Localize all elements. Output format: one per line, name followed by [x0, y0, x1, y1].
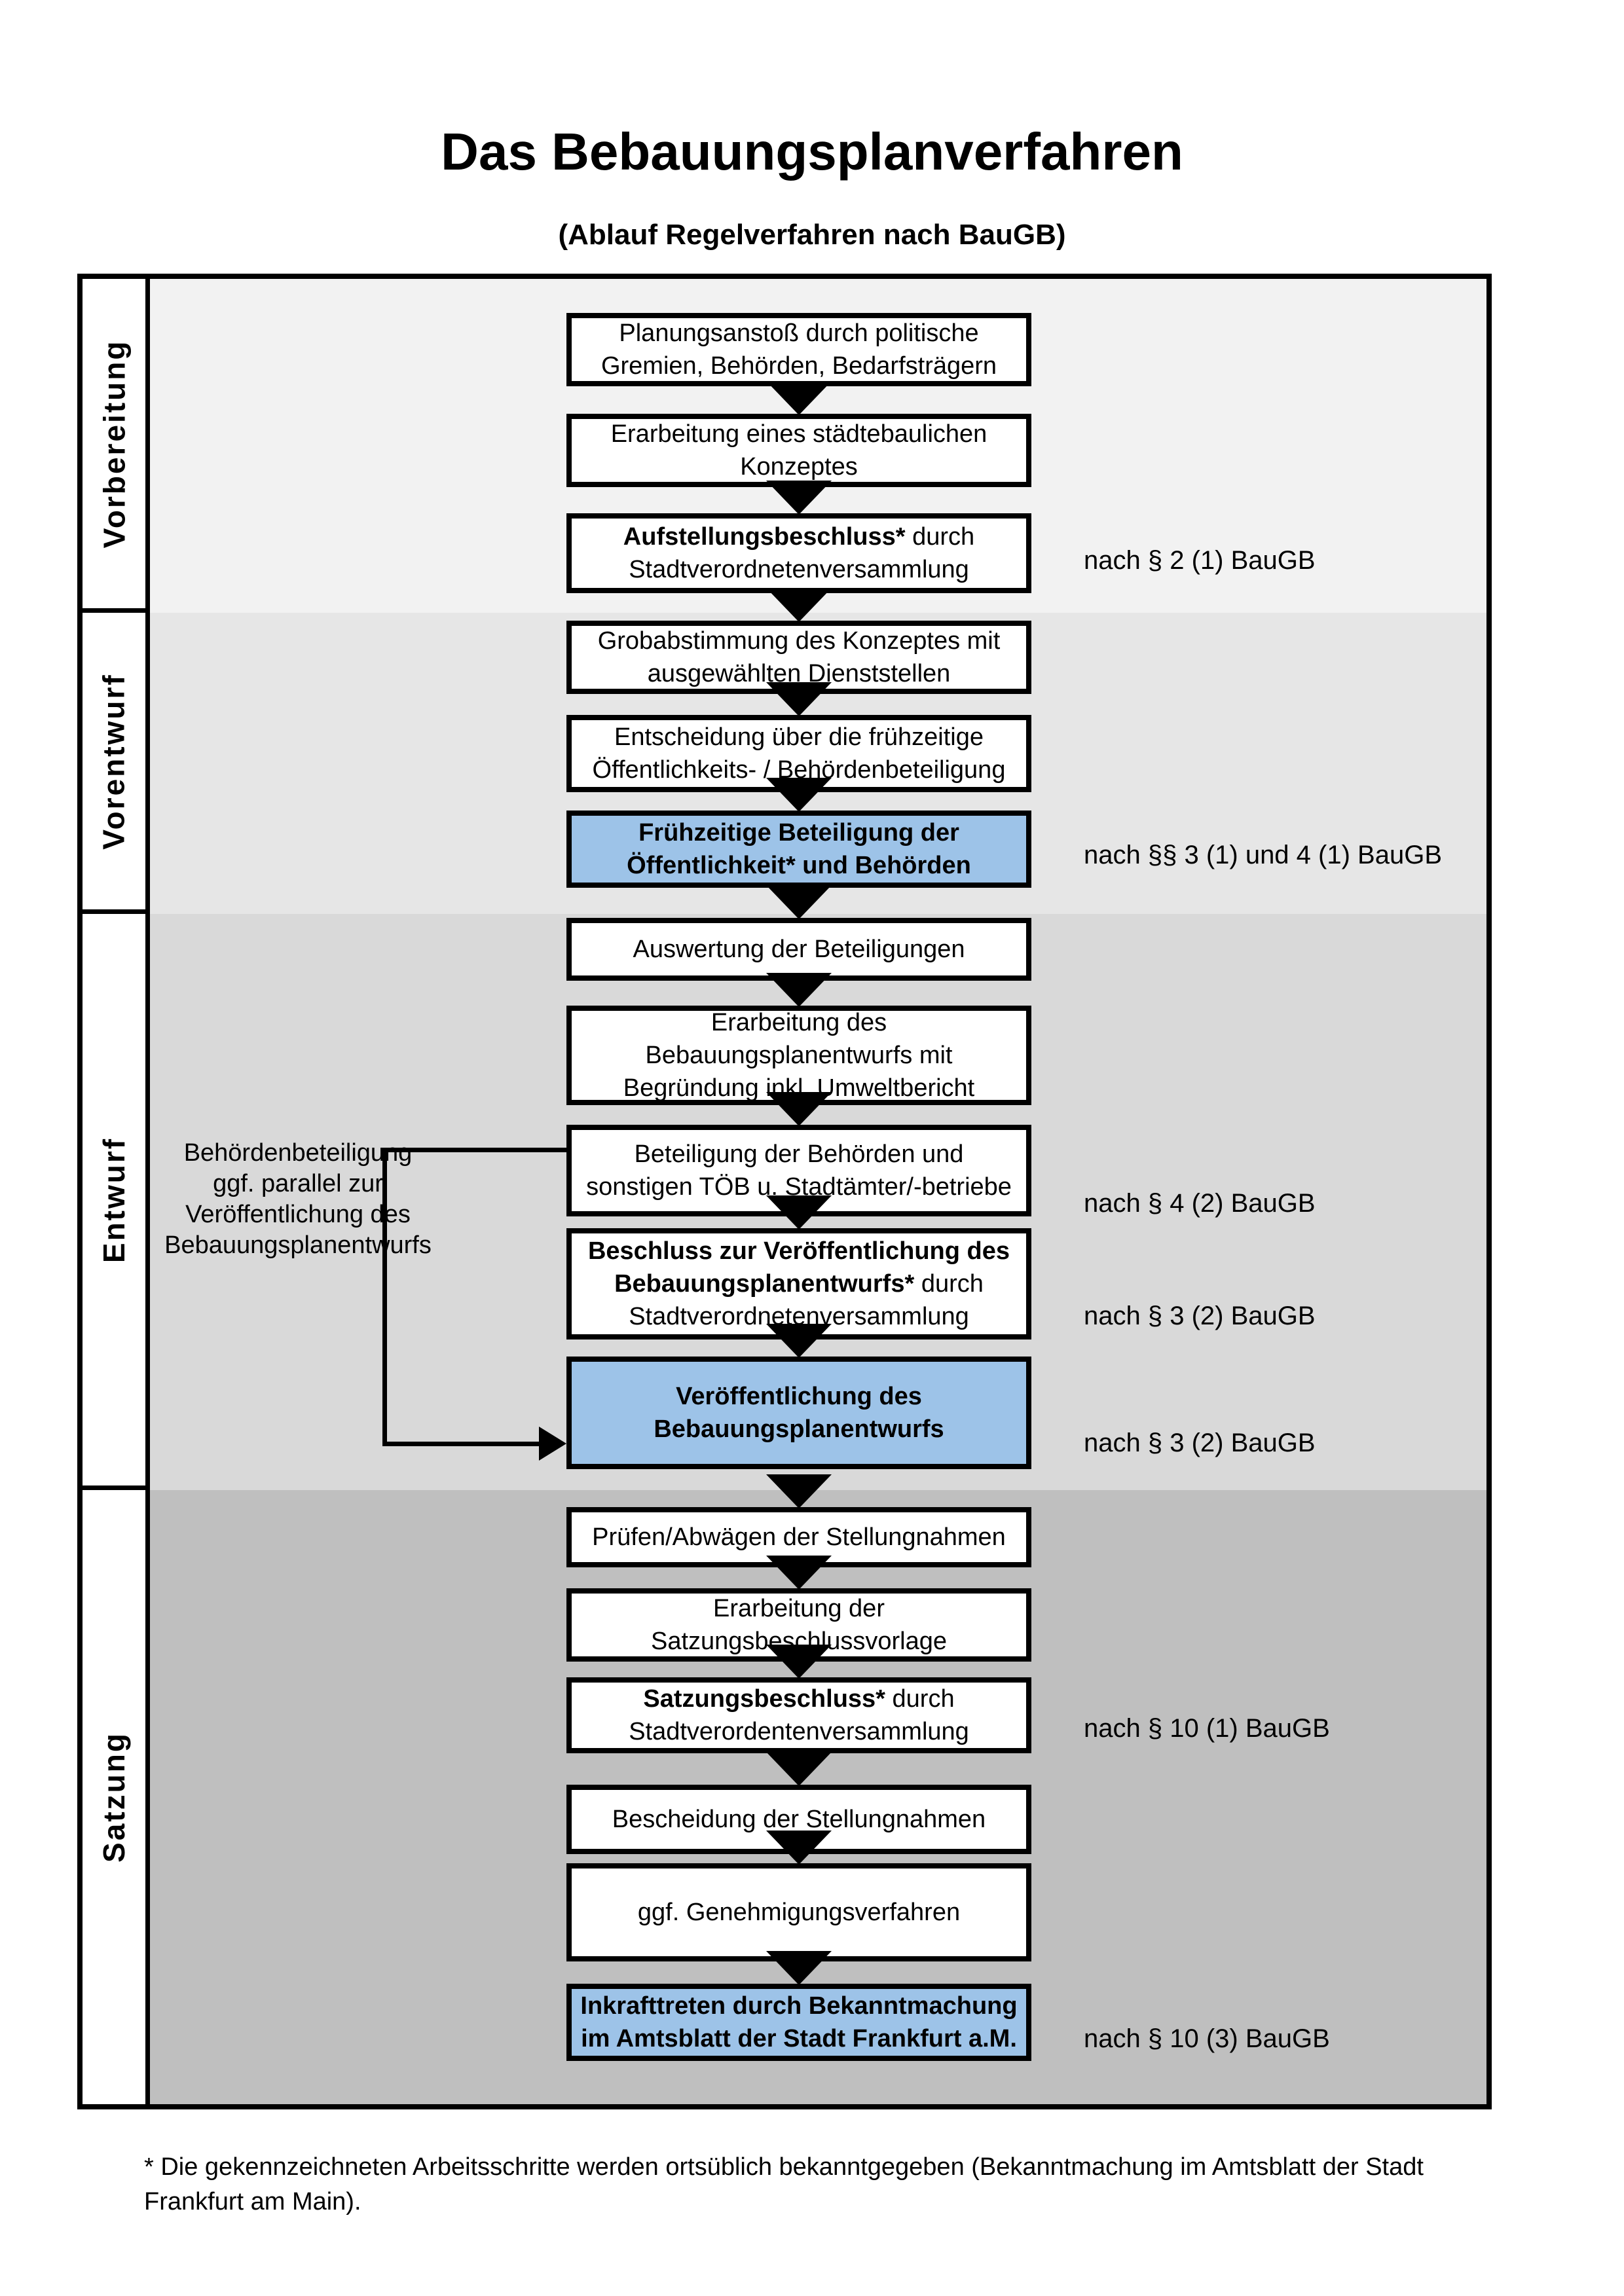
side-note-line: Behördenbeteiligung [183, 1139, 413, 1167]
legal-ref-fruehzeitige-beteiligung: nach §§ 3 (1) und 4 (1) BauGB [1084, 841, 1442, 869]
arrow-down-icon [766, 381, 832, 415]
flow-box-genehmigungsverfahren: ggf. Genehmigungsverfahren [566, 1863, 1031, 1961]
arrow-down-icon [766, 1556, 832, 1590]
flow-box-aufstellungsbeschluss: Aufstellungsbeschluss* durch Stadtverord… [566, 513, 1031, 593]
box-line: Grobabstimmung des Konzeptes mit [597, 627, 1001, 655]
flow-box-bescheidung: Bescheidung der Stellungnahmen [566, 1785, 1031, 1854]
box-line: Bebauungsplanentwurfs mit [645, 1042, 953, 1069]
flow-box-behoerdenbeteiligung: Beteiligung der Behörden und sonstigen T… [566, 1125, 1031, 1216]
box-line: ggf. Genehmigungsverfahren [637, 1899, 961, 1926]
arrow-down-icon [766, 778, 832, 812]
box-line: Bescheidung der Stellungnahmen [612, 1806, 986, 1833]
legal-ref-behoerdenbeteiligung: nach § 4 (2) BauGB [1084, 1189, 1316, 1218]
phase-label: Vorentwurf [97, 672, 131, 850]
arrow-down-icon [766, 1092, 832, 1126]
flow-box-inkrafttreten: Inkrafttreten durch Bekanntmachung im Am… [566, 1984, 1031, 2061]
box-line: Bebauungsplanentwurfs [654, 1415, 944, 1443]
phase-label: Entwurf [97, 1137, 132, 1263]
phase-label: Satzung [97, 1732, 132, 1863]
box-line: Erarbeitung eines städtebaulichen [610, 420, 987, 448]
side-note-line: Bebauungsplanentwurfs [164, 1231, 432, 1259]
flow-box-satzungsbeschluss: Satzungsbeschluss* durch Stadtverordente… [566, 1677, 1031, 1753]
flow-box-fruehzeitige-beteiligung: Frühzeitige Beteiligung der Öffentlichke… [566, 811, 1031, 888]
box-line: Entscheidung über die frühzeitige [614, 723, 984, 751]
box-line: Konzeptes [740, 453, 858, 481]
phase-label-cell-satzung: Satzung [83, 1490, 150, 2104]
footnote-line: * Die gekennzeichneten Arbeitsschritte w… [144, 2153, 1424, 2181]
phase-label-cell-vorbereitung: Vorbereitung [83, 279, 150, 613]
box-line: Bebauungsplanentwurfs* durch [614, 1270, 984, 1298]
phase-label: Vorbereitung [97, 339, 132, 548]
legal-ref-inkrafttreten: nach § 10 (3) BauGB [1084, 2024, 1330, 2053]
flow-box-auswertung: Auswertung der Beteiligungen [566, 918, 1031, 981]
phase-label-cell-entwurf: Entwurf [83, 914, 150, 1490]
box-line: Satzungsbeschluss* durch [643, 1685, 955, 1713]
phase-label-cell-vorentwurf: Vorentwurf [83, 613, 150, 914]
arrow-down-icon [766, 481, 832, 515]
arrow-down-icon [766, 682, 832, 716]
arrow-down-icon [766, 1195, 832, 1230]
flow-box-veroeffentlichung: Veröffentlichung des Bebauungsplanentwur… [566, 1357, 1031, 1469]
footnote: * Die gekennzeichneten Arbeitsschritte w… [144, 2150, 1513, 2219]
box-line: Gremien, Behörden, Bedarfsträgern [600, 352, 997, 380]
flow-box-beschluss-veroeffentlichung: Beschluss zur Veröffentlichung des Bebau… [566, 1228, 1031, 1339]
box-line: Beteiligung der Behörden und [634, 1140, 964, 1168]
side-note-line: ggf. parallel zur [213, 1170, 383, 1197]
legal-ref-aufstellungsbeschluss: nach § 2 (1) BauGB [1084, 546, 1316, 575]
flowchart-frame: Vorbereitung Vorentwurf Entwurf Satzung … [77, 274, 1492, 2109]
arrow-down-icon [766, 1831, 832, 1865]
flow-box-staedtebauliches-konzept: Erarbeitung eines städtebaulichen Konzep… [566, 414, 1031, 487]
box-line: Erarbeitung der [713, 1595, 885, 1622]
flow-box-pruefen-abwaegen: Prüfen/Abwägen der Stellungnahmen [566, 1507, 1031, 1567]
connector-arrowhead-icon [539, 1427, 566, 1461]
box-line: Planungsanstoß durch politische [619, 319, 979, 347]
arrow-down-icon [766, 1752, 832, 1786]
arrow-down-icon [766, 885, 832, 919]
box-line: im Amtsblatt der Stadt Frankfurt a.M. [581, 2025, 1017, 2052]
arrow-down-icon [766, 1324, 832, 1358]
box-line: Beschluss zur Veröffentlichung des [587, 1237, 1010, 1265]
box-line: Frühzeitige Beteiligung der [638, 819, 959, 847]
box-line: Stadtverordnetenversammlung [629, 556, 969, 583]
legal-ref-veroeffentlichung: nach § 3 (2) BauGB [1084, 1429, 1316, 1457]
box-line: Aufstellungsbeschluss* durch [623, 523, 975, 551]
flow-box-planungsanstoss: Planungsanstoß durch politische Gremien,… [566, 313, 1031, 386]
footnote-line: Frankfurt am Main). [144, 2188, 361, 2215]
side-note-line: Veröffentlichung des [185, 1201, 411, 1228]
box-line: Erarbeitung des [710, 1009, 887, 1036]
page-title: Das Bebauungsplanverfahren [441, 122, 1183, 181]
arrow-down-icon [766, 1645, 832, 1679]
arrow-down-icon [766, 973, 832, 1007]
connector-horizontal-line [382, 1442, 540, 1446]
connector-stub-line [382, 1148, 566, 1152]
arrow-down-icon [766, 1951, 832, 1985]
box-line: Auswertung der Beteiligungen [633, 936, 965, 963]
side-note: Behördenbeteiligung ggf. parallel zur Ve… [134, 1138, 462, 1261]
legal-ref-beschluss-veroeffentlichung: nach § 3 (2) BauGB [1084, 1302, 1316, 1330]
box-line: Veröffentlichung des [676, 1383, 922, 1410]
arrow-down-icon [766, 588, 832, 622]
box-line: Stadtverordentenversammlung [629, 1718, 969, 1745]
box-line: Inkrafttreten durch Bekanntmachung [580, 1992, 1018, 2020]
flow-box-erarbeitung-entwurf: Erarbeitung des Bebauungsplanentwurfs mi… [566, 1006, 1031, 1105]
box-line: Öffentlichkeit* und Behörden [627, 852, 971, 879]
box-line: Prüfen/Abwägen der Stellungnahmen [592, 1523, 1006, 1551]
connector-vertical-line [382, 1148, 387, 1446]
arrow-down-icon [766, 1474, 832, 1508]
page-subtitle: (Ablauf Regelverfahren nach BauGB) [558, 219, 1066, 251]
legal-ref-satzungsbeschluss: nach § 10 (1) BauGB [1084, 1714, 1330, 1743]
